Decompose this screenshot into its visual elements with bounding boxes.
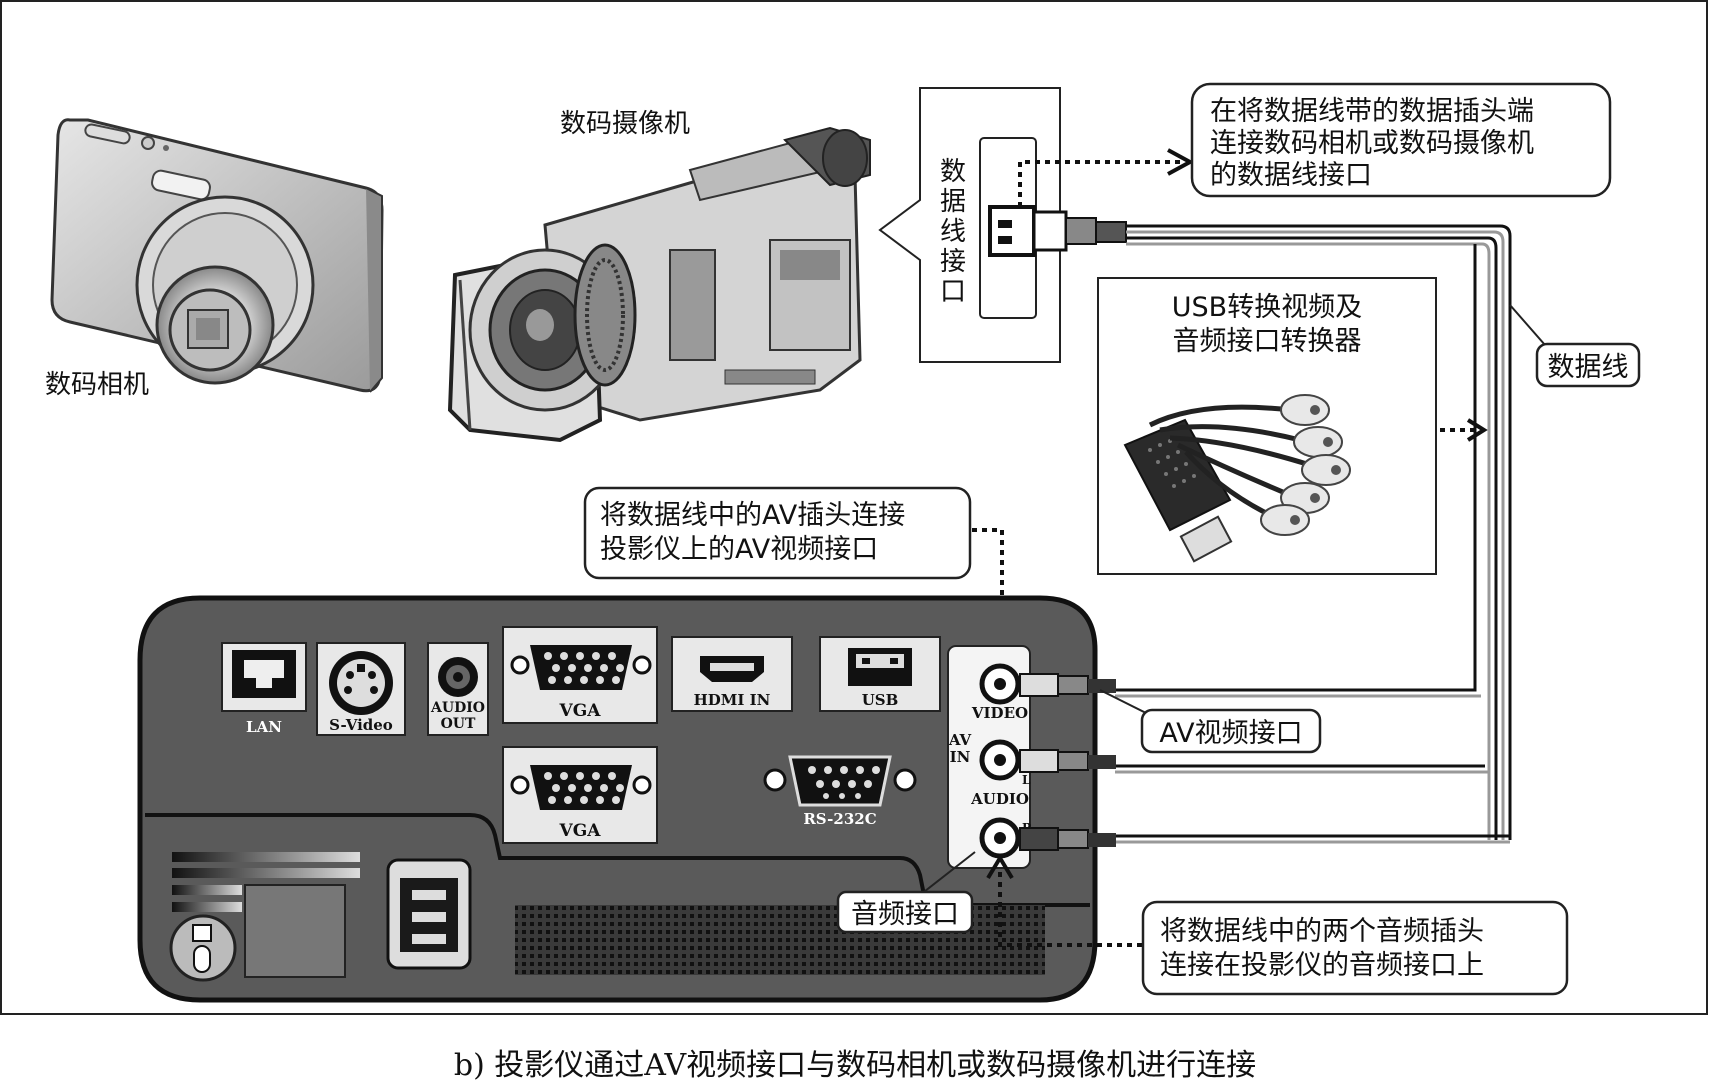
callout-top-line-2: 连接数码相机或数码摄像机 [1210, 128, 1534, 159]
callout-av-line-2: 投影仪上的AV视频接口 [600, 534, 878, 565]
dotted-arrow-audio [986, 854, 1142, 947]
rs232-port: RS-232C [763, 755, 917, 828]
data-port-char-3: 线 [940, 217, 966, 247]
data-port-vertical-label: 数 据 线 接 口 [940, 157, 966, 307]
data-port-char-5: 口 [940, 277, 966, 307]
av-in-label-2: IN [950, 748, 971, 766]
callout-audio-line-1: 将数据线中的两个音频插头 [1160, 916, 1484, 947]
video-label: VIDEO [971, 704, 1028, 722]
vga-port-1: VGA [502, 626, 658, 724]
rs232-label: RS-232C [803, 810, 876, 828]
rca-plugs [1019, 673, 1116, 851]
hdmi-label: HDMI IN [694, 691, 771, 709]
usb-port: USB [819, 636, 941, 712]
svideo-port: S-Video [316, 642, 406, 736]
usb-label: USB [862, 691, 899, 709]
dotted-arrow-top [1018, 148, 1195, 207]
lan-label: LAN [246, 718, 282, 736]
lan-port: LAN [221, 642, 307, 736]
camcorder-illustration [447, 126, 871, 443]
audio-port-callout: 音频接口 [836, 851, 976, 934]
vga1-label: VGA [559, 701, 602, 721]
usb-converter-box: USB转换视频及 音频接口转换器 [1097, 277, 1437, 575]
camcorder-label: 数码摄像机 [560, 109, 690, 139]
data-cable-label: 数据线 [1548, 352, 1629, 383]
dotted-arrow-converter [1440, 418, 1488, 442]
digital-camera-label: 数码相机 [45, 370, 149, 400]
audio-out-label-2: OUT [441, 716, 476, 732]
callout-audio-line-2: 连接在投影仪的音频接口上 [1160, 950, 1484, 981]
figure-caption: b) 投影仪通过AV视频接口与数码相机或数码摄像机进行连接 [453, 1048, 1257, 1083]
data-port-char-2: 据 [940, 187, 966, 217]
vga2-label: VGA [559, 821, 602, 841]
av-in-label-1: AV [948, 731, 972, 749]
data-port-char-1: 数 [940, 157, 966, 187]
callout-top-bubble: 在将数据线带的数据插头端 连接数码相机或数码摄像机 的数据线接口 [1190, 82, 1612, 198]
callout-av-bubble: 将数据线中的AV插头连接 投影仪上的AV视频接口 [583, 486, 972, 580]
audio-label: AUDIO [970, 790, 1029, 808]
audio-l-label: L [1022, 773, 1031, 787]
callout-top-line-3: 的数据线接口 [1210, 160, 1372, 191]
usb-converter-title-2: 音频接口转换器 [1173, 326, 1362, 357]
data-cable-callout: 数据线 [1509, 304, 1641, 388]
hdmi-port: HDMI IN [671, 636, 793, 712]
audio-out-label-1: AUDIO [430, 700, 485, 716]
data-cable-bundle [1115, 224, 1512, 844]
audio-out-port: AUDIO OUT [427, 642, 489, 736]
callout-av-line-1: 将数据线中的AV插头连接 [600, 500, 905, 531]
audio-port-label: 音频接口 [851, 899, 959, 930]
vga-port-2: VGA [502, 746, 658, 844]
digital-camera-illustration [50, 118, 384, 393]
callout-top-line-1: 在将数据线带的数据插头端 [1210, 96, 1534, 127]
av-video-port-callout: AV视频接口 [1099, 689, 1322, 754]
data-port-char-4: 接 [940, 247, 966, 277]
svideo-label: S-Video [329, 716, 393, 734]
usb-converter-title-1: USB转换视频及 [1172, 292, 1362, 323]
av-video-port-label: AV视频接口 [1159, 718, 1302, 749]
callout-audio-bubble: 将数据线中的两个音频插头 连接在投影仪的音频接口上 [1141, 900, 1569, 996]
